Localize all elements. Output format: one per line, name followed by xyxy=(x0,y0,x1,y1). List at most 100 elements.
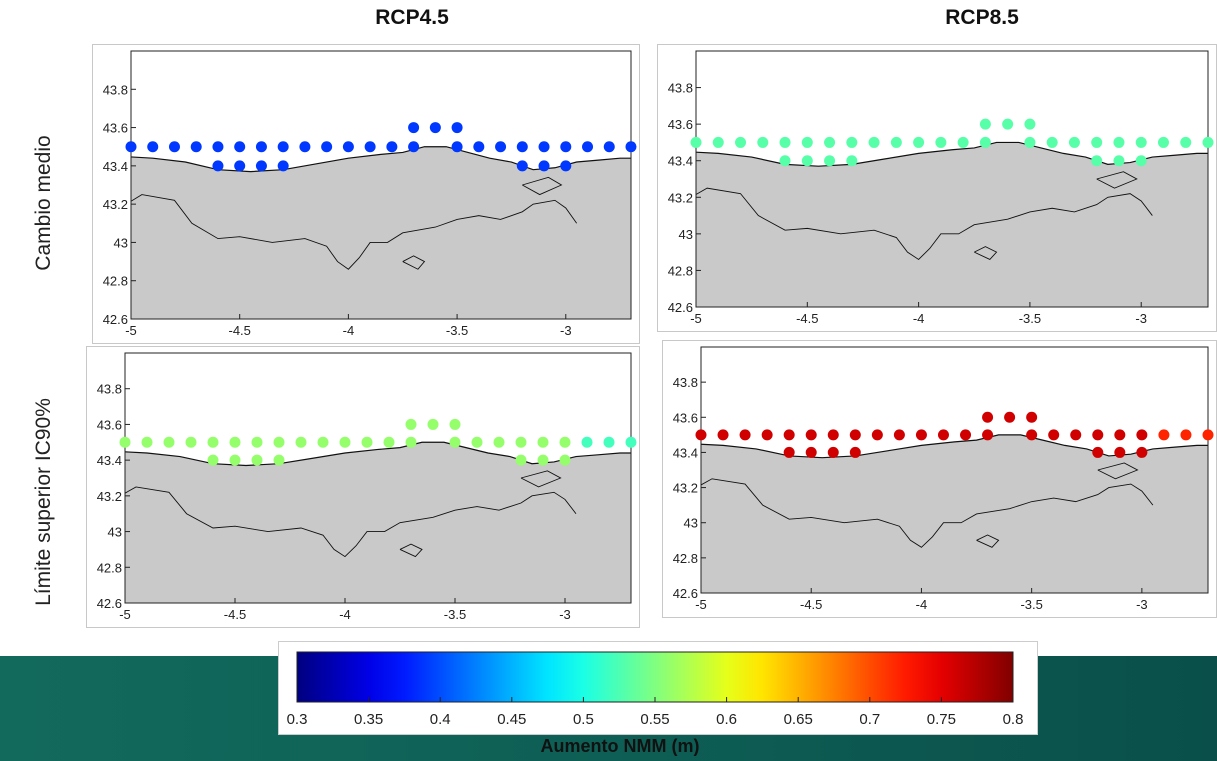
data-point xyxy=(515,436,527,448)
y-tick-label: 43.2 xyxy=(673,481,698,496)
data-point xyxy=(827,446,839,458)
data-point xyxy=(277,160,289,172)
data-point xyxy=(915,429,927,441)
data-point xyxy=(868,136,880,148)
data-point xyxy=(538,160,550,172)
y-tick-label: 42.8 xyxy=(668,263,693,278)
colorbar-tick-label: 0.45 xyxy=(497,711,526,728)
data-point xyxy=(408,122,420,134)
data-point xyxy=(364,141,376,153)
data-point xyxy=(801,155,813,167)
data-point xyxy=(408,141,420,153)
data-point xyxy=(783,429,795,441)
data-point xyxy=(473,141,485,153)
y-tick-label: 43.8 xyxy=(97,382,122,397)
data-point xyxy=(471,436,483,448)
data-point xyxy=(982,429,994,441)
axes-frame xyxy=(124,352,632,604)
y-tick-label: 43.6 xyxy=(97,417,122,432)
data-point xyxy=(1113,155,1125,167)
data-point xyxy=(982,411,994,423)
data-point xyxy=(1026,429,1038,441)
y-tick-label: 42.6 xyxy=(673,586,698,601)
x-tick-label: -4 xyxy=(913,311,925,326)
x-tick-label: -4 xyxy=(343,323,355,338)
data-point xyxy=(717,429,729,441)
data-point xyxy=(386,141,398,153)
data-point xyxy=(1202,429,1214,441)
data-point xyxy=(805,429,817,441)
data-point xyxy=(1113,136,1125,148)
data-point xyxy=(538,141,550,153)
data-point xyxy=(937,429,949,441)
data-point xyxy=(207,436,219,448)
x-tick-label: -3 xyxy=(1135,311,1147,326)
data-point xyxy=(1091,136,1103,148)
data-point xyxy=(625,141,637,153)
data-point xyxy=(427,418,439,430)
colorbar-tick-label: 0.8 xyxy=(1003,711,1024,728)
colorbar-tick-label: 0.3 xyxy=(287,711,308,728)
x-tick-label: -5 xyxy=(125,323,137,338)
data-point xyxy=(1068,136,1080,148)
data-point xyxy=(299,141,311,153)
data-point xyxy=(119,436,131,448)
region-boundary xyxy=(131,194,578,270)
data-point xyxy=(255,141,267,153)
region-boundary xyxy=(701,478,1154,548)
axes-frame xyxy=(695,50,1209,308)
data-point xyxy=(913,136,925,148)
data-point xyxy=(1002,118,1014,130)
colorbar-label: Aumento NMM (m) xyxy=(540,736,700,756)
data-point xyxy=(1136,429,1148,441)
data-point xyxy=(761,429,773,441)
data-point xyxy=(537,454,549,466)
data-point xyxy=(559,436,571,448)
column-title-rcp45: RCP4.5 xyxy=(375,6,449,29)
data-point xyxy=(449,436,461,448)
y-tick-label: 43.4 xyxy=(668,154,693,169)
data-point xyxy=(1092,429,1104,441)
x-tick-label: -4.5 xyxy=(224,607,246,622)
data-point xyxy=(125,141,137,153)
data-point xyxy=(163,436,175,448)
data-point xyxy=(339,436,351,448)
y-tick-label: 42.6 xyxy=(668,300,693,315)
colorbar-tick-label: 0.75 xyxy=(927,711,956,728)
data-point xyxy=(141,436,153,448)
lake-outline xyxy=(974,246,998,261)
data-point xyxy=(739,429,751,441)
region-boundary xyxy=(125,486,577,558)
y-tick-label: 43.6 xyxy=(673,410,698,425)
data-point xyxy=(212,141,224,153)
data-point xyxy=(234,160,246,172)
data-point xyxy=(405,436,417,448)
data-point xyxy=(979,136,991,148)
data-point xyxy=(1158,429,1170,441)
data-point xyxy=(1024,118,1036,130)
region-outline xyxy=(1096,171,1138,189)
x-tick-label: -3 xyxy=(1136,597,1148,612)
data-point xyxy=(846,155,858,167)
y-tick-label: 43.4 xyxy=(97,453,122,468)
data-point xyxy=(712,136,724,148)
y-tick-label: 43.2 xyxy=(668,190,693,205)
data-point xyxy=(516,160,528,172)
axes-frame xyxy=(130,50,632,320)
data-point xyxy=(515,454,527,466)
y-tick-label: 43.2 xyxy=(97,489,122,504)
x-tick-label: -4 xyxy=(916,597,928,612)
x-tick-label: -3.5 xyxy=(1020,597,1042,612)
data-point xyxy=(147,141,159,153)
data-point xyxy=(493,436,505,448)
colorbar-tick-label: 0.5 xyxy=(573,711,594,728)
y-tick-label: 42.8 xyxy=(103,274,128,289)
data-point xyxy=(779,155,791,167)
